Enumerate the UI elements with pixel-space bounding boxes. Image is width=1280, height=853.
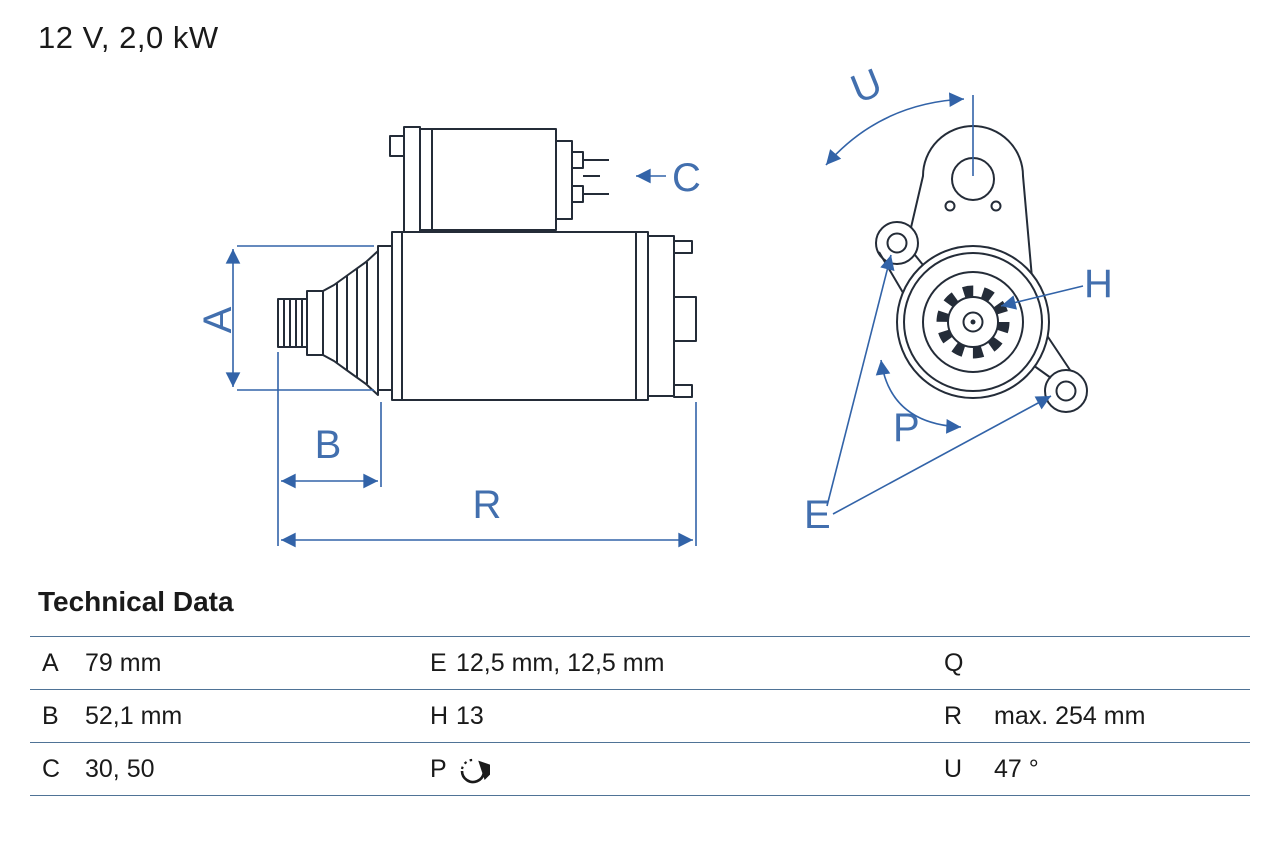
dim-label-r: R bbox=[473, 483, 502, 527]
param-key-h: H bbox=[430, 701, 449, 730]
param-key-a: A bbox=[42, 648, 59, 677]
drive-end-housing bbox=[322, 245, 393, 396]
param-value-r: max. 254 mm bbox=[994, 701, 1146, 730]
front-view bbox=[875, 125, 1088, 413]
side-view bbox=[277, 126, 697, 401]
rotation-direction-icon bbox=[460, 758, 490, 784]
param-key-q: Q bbox=[944, 648, 964, 677]
dim-label-a: A bbox=[196, 306, 240, 333]
dim-label-h: H bbox=[1084, 262, 1113, 306]
param-key-r: R bbox=[944, 701, 963, 730]
param-value-u: 47 ° bbox=[994, 754, 1039, 783]
terminals bbox=[571, 151, 609, 203]
param-key-c: C bbox=[42, 754, 61, 783]
dim-label-b: B bbox=[315, 423, 342, 467]
param-value-h: 13 bbox=[456, 701, 484, 730]
param-value-p bbox=[456, 752, 932, 786]
pinion-gear-front bbox=[936, 285, 1010, 359]
technical-data-table: A 79 mm E 12,5 mm, 12,5 mm Q B 52,1 mm H… bbox=[30, 636, 1250, 796]
starter-motor-technical-drawing: A B R C U H P E bbox=[196, 60, 1113, 548]
param-value-b: 52,1 mm bbox=[85, 701, 183, 730]
motor-body bbox=[391, 231, 697, 401]
dim-label-u: U bbox=[845, 60, 888, 112]
dim-label-p: P bbox=[893, 406, 920, 450]
pinion-gear bbox=[277, 290, 324, 356]
param-key-p: P bbox=[430, 754, 447, 783]
param-value-c: 30, 50 bbox=[85, 754, 155, 783]
bolt-hole-left bbox=[886, 232, 908, 254]
dimension-lines bbox=[225, 92, 1084, 548]
dim-label-e: E bbox=[804, 493, 831, 537]
bolt-hole-right bbox=[1055, 380, 1077, 402]
table-row: C 30, 50 P U 47 ° bbox=[30, 742, 1250, 796]
param-value-a: 79 mm bbox=[85, 648, 162, 677]
solenoid bbox=[389, 126, 573, 233]
page-title: 12 V, 2,0 kW bbox=[38, 20, 219, 55]
param-value-e: 12,5 mm, 12,5 mm bbox=[456, 648, 665, 677]
param-key-b: B bbox=[42, 701, 59, 730]
dim-label-c: C bbox=[672, 156, 701, 200]
param-key-u: U bbox=[944, 754, 963, 783]
param-key-e: E bbox=[430, 648, 447, 677]
table-row: B 52,1 mm H 13 R max. 254 mm bbox=[30, 689, 1250, 742]
table-row: A 79 mm E 12,5 mm, 12,5 mm Q bbox=[30, 636, 1250, 689]
technical-data-heading: Technical Data bbox=[38, 586, 234, 617]
